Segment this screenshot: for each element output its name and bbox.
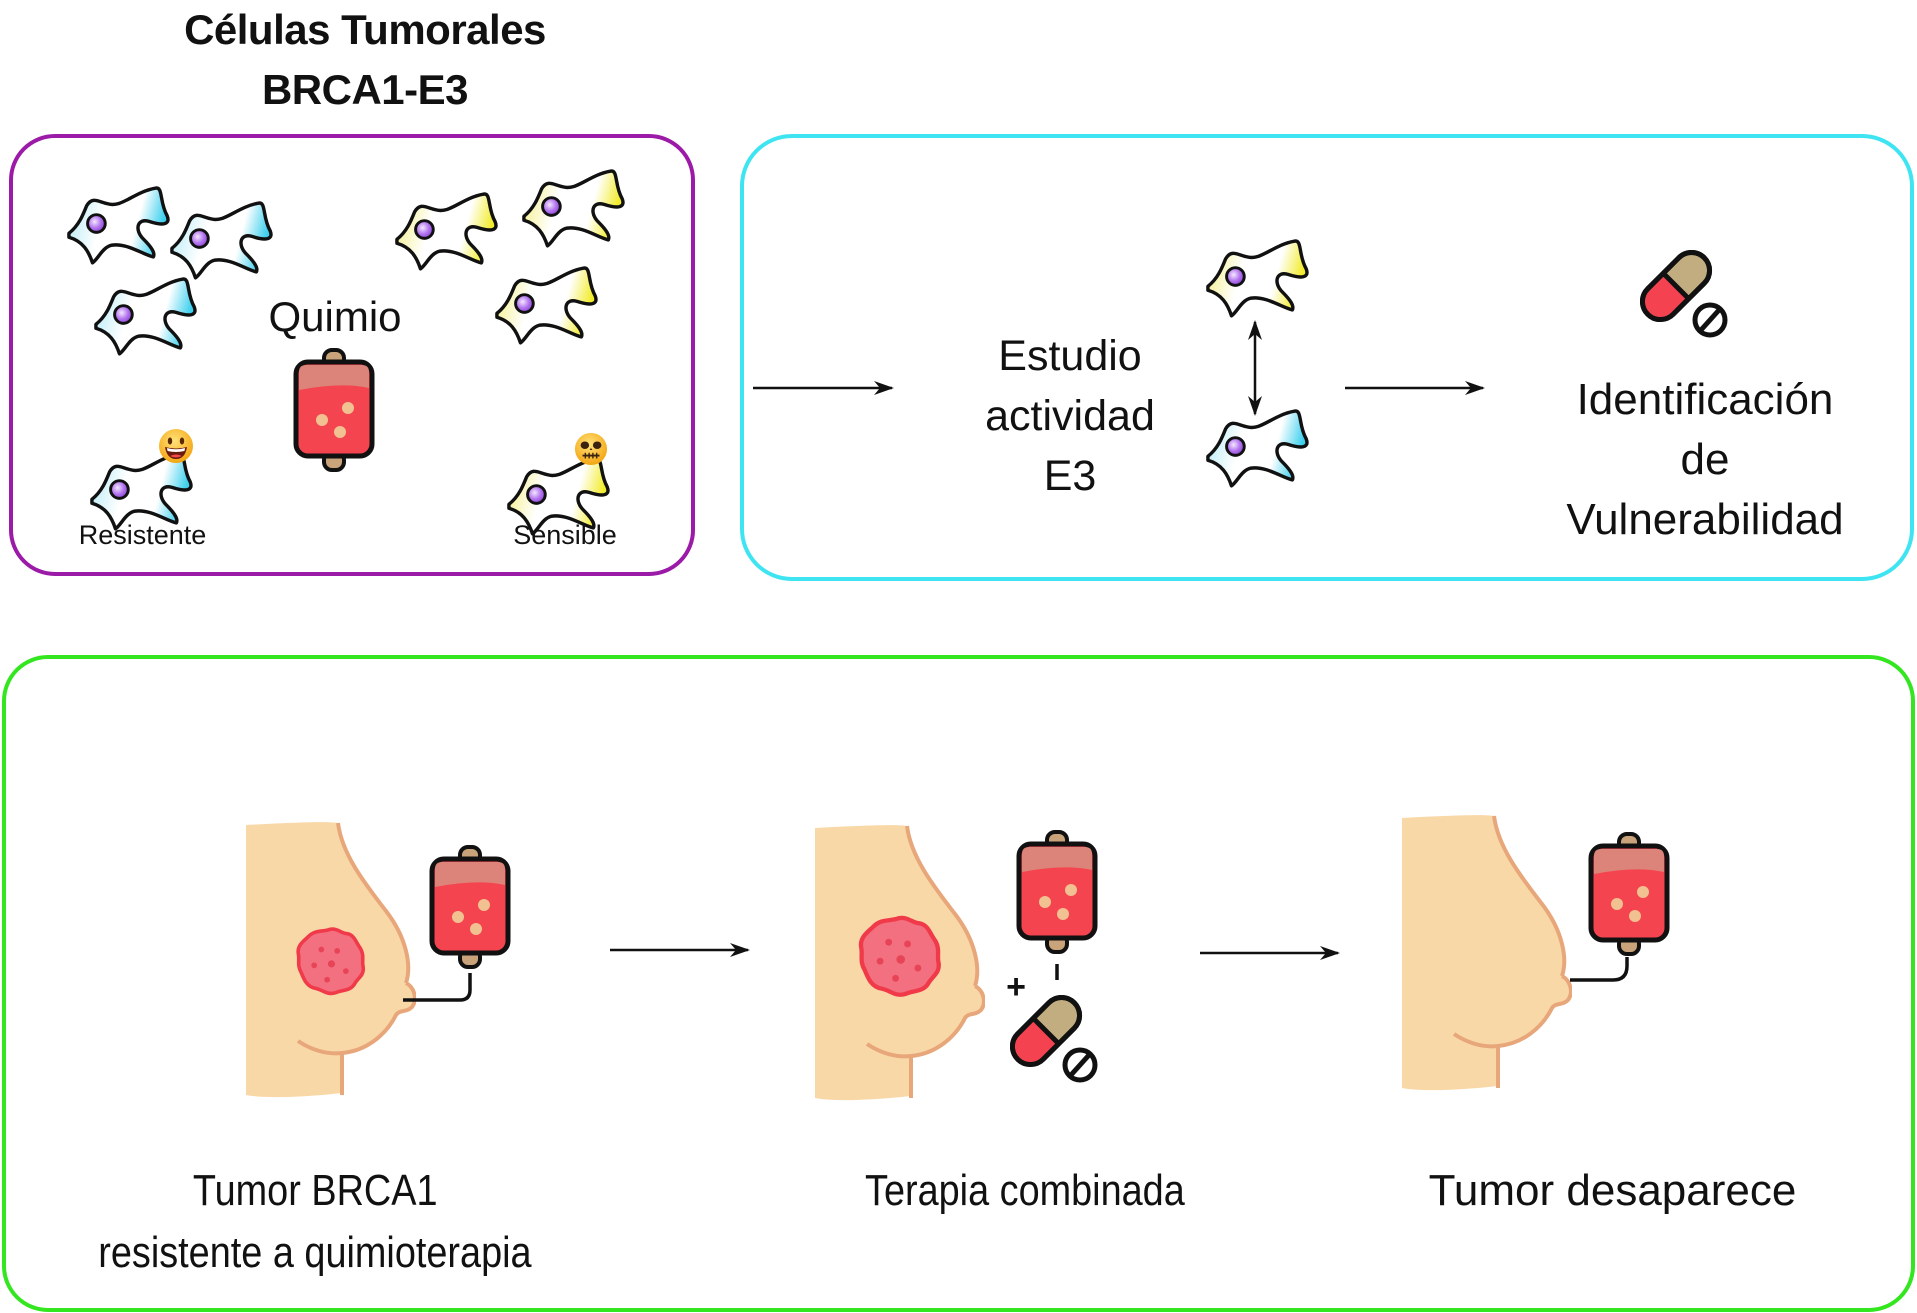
- study-line-3: E3: [1043, 452, 1097, 500]
- happy-face-icon: [159, 429, 193, 463]
- vulnerability-line-2: de: [1680, 435, 1730, 484]
- diagram-title: Células Tumorales BRCA1-E3: [100, 0, 630, 120]
- stage1-line-2: resistente a quimioterapia: [20, 1222, 610, 1284]
- title-line-1: Células Tumorales: [184, 6, 546, 53]
- dead-face-icon: [574, 432, 608, 466]
- title-line-2: BRCA1-E3: [261, 66, 469, 113]
- vulnerability-line-3: Vulnerabilidad: [1566, 495, 1844, 544]
- vulnerability-label: Identificación de Vulnerabilidad: [1520, 370, 1890, 550]
- study-line-2: actividad: [985, 392, 1155, 440]
- stage2-label: Terapia combinada: [800, 1160, 1250, 1222]
- chemo-label: Quimio: [268, 293, 402, 340]
- stage1-line-2-text: resistente a quimioterapia: [98, 1228, 532, 1277]
- vulnerability-line-1: Identificación: [1576, 375, 1834, 424]
- panel-therapy: [2, 655, 1915, 1312]
- study-label: Estudio actividad E3: [935, 326, 1205, 506]
- plus-sign: +: [1006, 968, 1026, 1006]
- stage1-line-1-text: Tumor BRCA1: [192, 1166, 438, 1215]
- stage3-label: Tumor desaparece: [1400, 1160, 1825, 1222]
- resistant-label: Resistente: [78, 520, 207, 550]
- panel-e3-study: [740, 134, 1914, 581]
- stage1-label: Tumor BRCA1 resistente a quimioterapia: [20, 1160, 610, 1284]
- sensitive-label: Sensible: [513, 520, 617, 550]
- stage3-label-text: Tumor desaparece: [1428, 1166, 1797, 1215]
- study-line-1: Estudio: [998, 332, 1142, 380]
- stage2-label-text: Terapia combinada: [865, 1166, 1185, 1215]
- panel-tumor-cells: [9, 134, 695, 576]
- stage1-line-1: Tumor BRCA1: [20, 1160, 610, 1222]
